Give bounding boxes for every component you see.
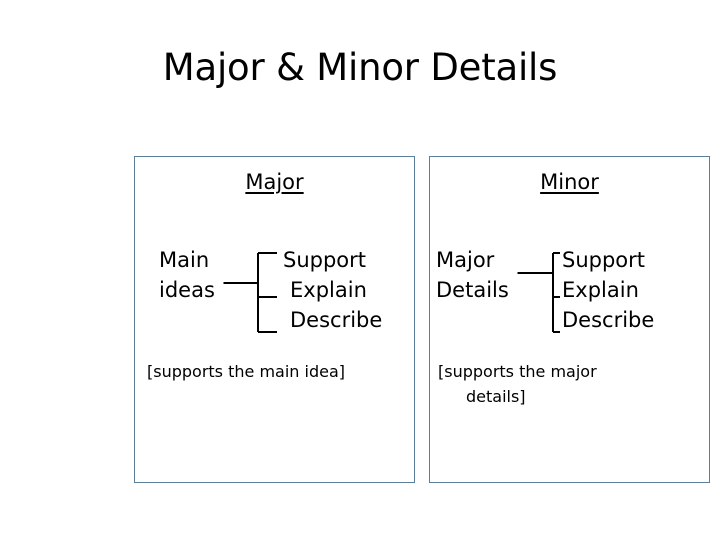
panel-minor-branch-list: Support Explain Describe: [562, 245, 654, 335]
panel-minor-stem-label: Major Details: [436, 245, 509, 305]
panel-major-bracket-diagram: Main ideas Support Explain Describe: [135, 239, 414, 351]
panel-minor: Minor Major Details Support Explain Desc…: [429, 156, 710, 483]
panel-minor-note-line-2: details]: [466, 387, 526, 406]
panel-minor-note-line-1: [supports the major: [438, 362, 597, 381]
panel-minor-stem-line-1: Major: [436, 248, 495, 272]
panel-major-stem-line-1: Main: [159, 248, 210, 272]
panel-major-stem-line-2: ideas: [159, 278, 215, 302]
panel-minor-branch-3: Describe: [562, 308, 655, 332]
panel-minor-branch-2: Explain: [562, 278, 639, 302]
slide-title: Major & Minor Details: [162, 46, 558, 89]
panel-major: Major Main ideas Support Explain Describ…: [134, 156, 415, 483]
panel-major-branch-2: Explain: [290, 278, 367, 302]
panel-minor-note: [supports the major details]: [438, 359, 597, 409]
panel-minor-heading-text: Minor: [540, 170, 599, 194]
panel-major-note-line-1: [supports the main idea]: [147, 362, 345, 381]
panel-major-branch-3: Describe: [290, 308, 383, 332]
panel-major-stem-label: Main ideas: [159, 245, 215, 305]
panel-major-branch-list: Support Explain Describe: [283, 245, 382, 335]
panel-minor-bracket-diagram: Major Details Support Explain Describe: [430, 239, 709, 351]
panel-major-heading: Major: [135, 169, 414, 195]
panel-major-heading-text: Major: [245, 170, 304, 194]
panel-minor-stem-line-2: Details: [436, 278, 509, 302]
panel-minor-branch-1: Support: [562, 248, 646, 272]
panel-minor-heading: Minor: [430, 169, 709, 195]
panel-major-branch-1: Support: [283, 248, 367, 272]
panel-major-note: [supports the main idea]: [147, 359, 345, 384]
